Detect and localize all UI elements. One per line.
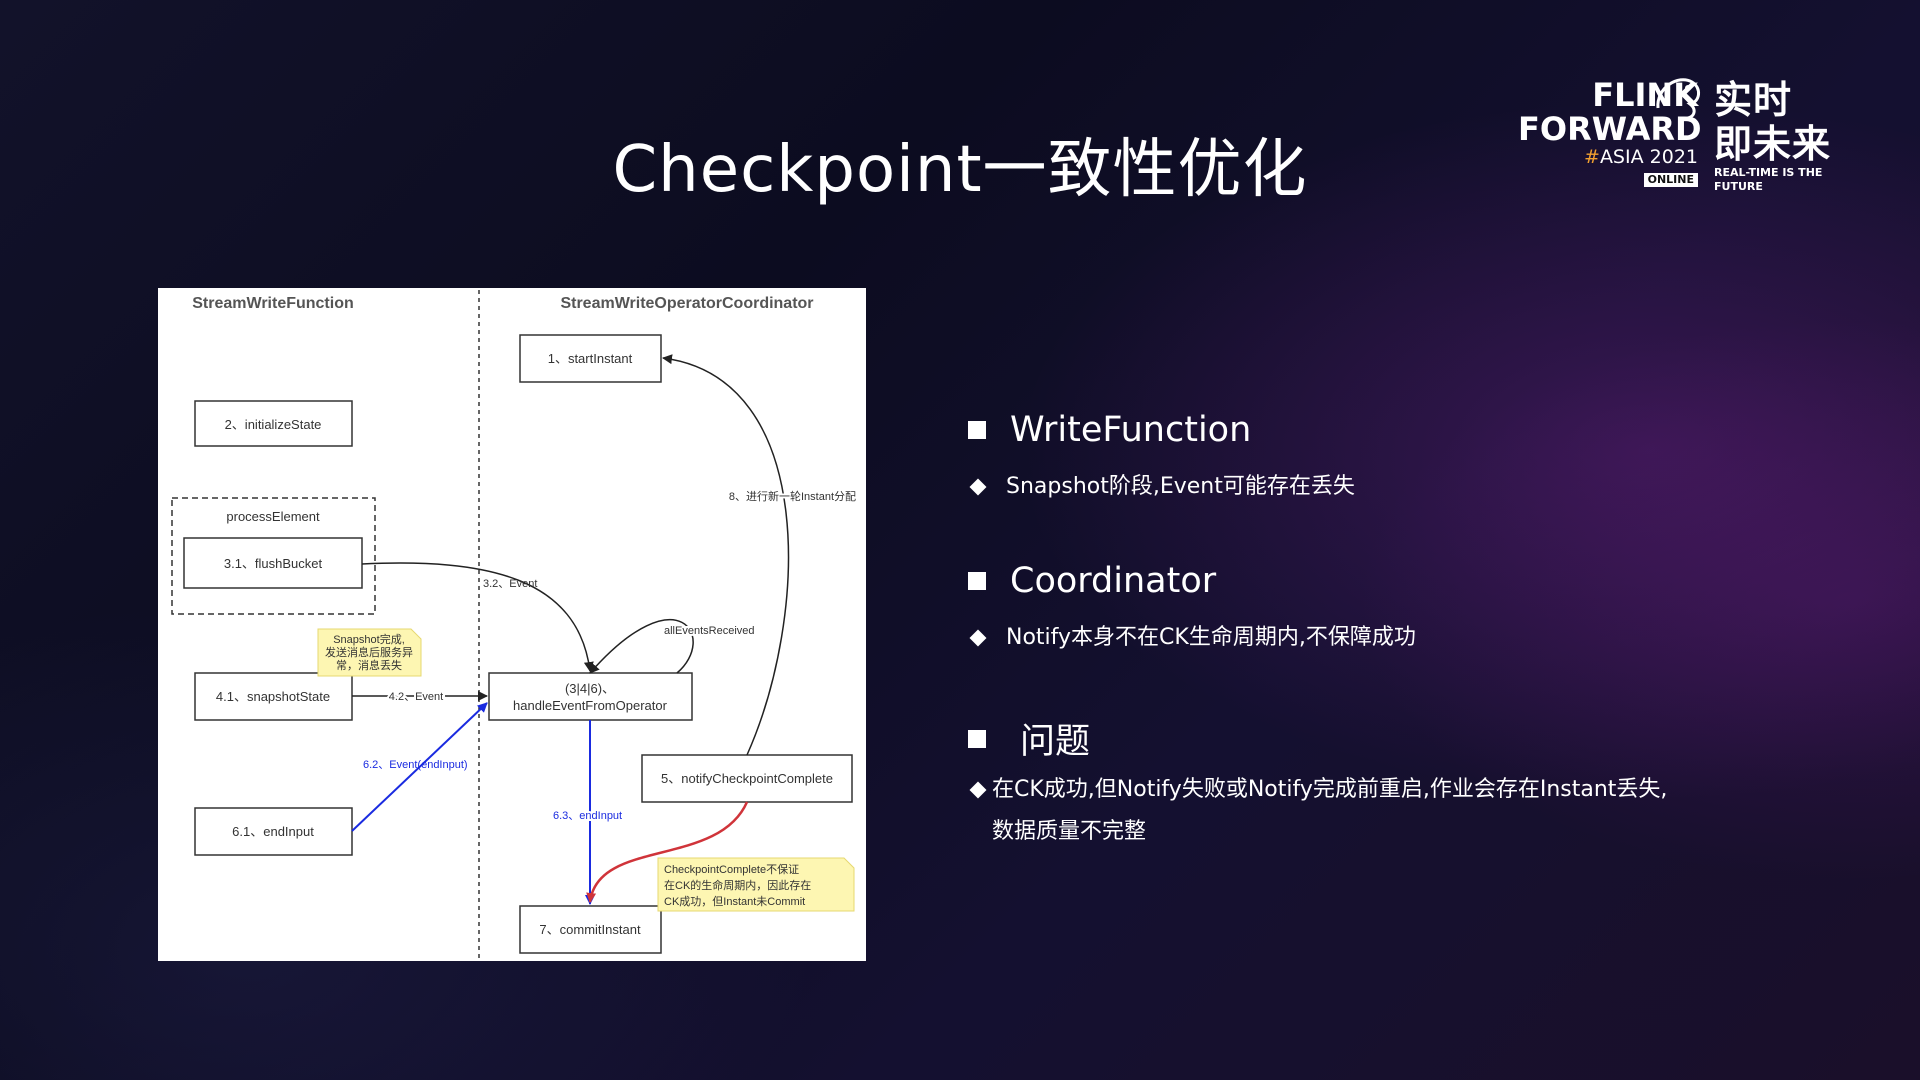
note-ck-line1: CheckpointComplete不保证 bbox=[664, 862, 799, 876]
flow-diagram: StreamWriteFunction StreamWriteOperatorC… bbox=[171, 290, 858, 961]
bullet-heading-writefunction: WriteFunction bbox=[968, 410, 1251, 450]
diamond-bullet-icon bbox=[969, 478, 987, 496]
logo-online: ONLINE bbox=[1643, 173, 1698, 187]
note-ck-line3: CK成功，但Instant未Commit bbox=[664, 895, 805, 908]
logo-text-cn: 实时 即未来 REAL-TIME IS THE FUTURE bbox=[1714, 78, 1838, 194]
bullet-item-text-line2: 数据质量不完整 bbox=[992, 819, 1147, 844]
edge-all-events bbox=[589, 619, 694, 674]
bullet-item-problem: 在CK成功,但Notify失败或Notify完成前重启,作业会存在Instant… bbox=[968, 769, 1768, 853]
node-snapshot-state-label: 4.1、snapshotState bbox=[216, 689, 330, 704]
bullet-item-writefunction: Snapshot阶段,Event可能存在丢失 bbox=[968, 466, 1355, 508]
node-end-input-label: 6.1、endInput bbox=[232, 824, 314, 839]
logo-flink: FLINK bbox=[1592, 76, 1698, 114]
node-notify-complete-label: 5、notifyCheckpointComplete bbox=[661, 771, 833, 786]
bullet-heading-text: WriteFunction bbox=[1010, 410, 1252, 450]
node-handle-event-label-2: handleEventFromOperator bbox=[513, 698, 668, 713]
node-initialize-state-label: 2、initializeState bbox=[225, 417, 322, 432]
logo-asia-year: ASIA 2021 bbox=[1599, 146, 1698, 168]
logo-text-en: FLINK FORWARD #ASIA 2021 ONLINE bbox=[1518, 76, 1702, 187]
node-initialize-state bbox=[194, 400, 353, 447]
flink-forward-logo: FLINK FORWARD #ASIA 2021 ONLINE 实时 即未来 R… bbox=[1518, 76, 1838, 193]
diagram-panel: StreamWriteFunction StreamWriteOperatorC… bbox=[158, 288, 866, 961]
node-commit-instant bbox=[519, 905, 662, 954]
bullet-item-coordinator: Notify本身不在CK生命周期内,不保障成功 bbox=[968, 617, 1416, 659]
logo-asia: #ASIA 2021 bbox=[1518, 146, 1698, 168]
square-bullet-icon bbox=[968, 729, 986, 748]
node-start-instant-label: 1、startInstant bbox=[548, 351, 633, 366]
square-bullet-icon bbox=[968, 572, 986, 590]
edge-red-commit bbox=[586, 801, 749, 903]
note-snapshot bbox=[317, 628, 422, 677]
bullet-item-text-line1: 在CK成功,但Notify失败或Notify完成前重启,作业会存在Instant… bbox=[992, 777, 1668, 802]
edge-new-instant-label: 8、进行新一轮Instant分配 bbox=[729, 489, 856, 503]
bullet-item-text: Notify本身不在CK生命周期内,不保障成功 bbox=[1006, 625, 1416, 650]
bullet-heading-text: Coordinator bbox=[1010, 561, 1217, 601]
note-snapshot-line1: Snapshot完成, bbox=[333, 632, 405, 646]
note-checkpoint-complete bbox=[657, 857, 855, 912]
edge-event-32 bbox=[361, 562, 594, 672]
node-handle-event-label-1: (3|4|6)、 bbox=[565, 681, 615, 696]
logo-cn-line2: 即未来 bbox=[1714, 122, 1832, 166]
group-process-element-label: processElement bbox=[226, 509, 320, 524]
node-commit-instant-label: 7、commitInstant bbox=[539, 922, 641, 937]
diamond-bullet-icon bbox=[969, 629, 987, 647]
node-notify-complete bbox=[641, 754, 853, 803]
node-flush-bucket bbox=[183, 537, 363, 589]
group-process-element bbox=[171, 497, 376, 615]
right-column-header: StreamWriteOperatorCoordinator bbox=[560, 295, 813, 312]
square-bullet-icon bbox=[968, 421, 986, 439]
logo-hash: # bbox=[1584, 146, 1600, 168]
left-column-header: StreamWriteFunction bbox=[192, 295, 354, 312]
edge-end-input-63-label: 6.3、endInput bbox=[553, 810, 622, 822]
note-ck-line2: 在CK的生命周期内，因此存在 bbox=[664, 878, 811, 892]
node-start-instant bbox=[519, 334, 662, 383]
node-end-input bbox=[194, 807, 353, 856]
bullet-heading-coordinator: Coordinator bbox=[968, 561, 1216, 601]
note-snapshot-line2: 发送消息后服务异 bbox=[325, 645, 413, 659]
edge-event-32-label: 3.2、Event bbox=[483, 578, 537, 590]
edge-event-62 bbox=[351, 702, 488, 832]
bullet-heading-problem: 问题 bbox=[968, 713, 1090, 764]
bullet-heading-text: 问题 bbox=[1020, 722, 1091, 762]
slide-title: Checkpoint一致性优化 bbox=[612, 133, 1308, 207]
logo-cn-line1: 实时 bbox=[1714, 78, 1793, 122]
diamond-bullet-icon bbox=[969, 781, 987, 799]
logo-tagline: REAL-TIME IS THE FUTURE bbox=[1714, 166, 1823, 193]
edge-event-42-label: 4.2、Event bbox=[389, 691, 443, 703]
squirrel-logo-icon bbox=[1656, 78, 1700, 120]
node-handle-event bbox=[488, 672, 693, 721]
logo-forward: FORWARD bbox=[1518, 110, 1702, 148]
edge-new-instant bbox=[662, 354, 790, 756]
node-snapshot-state bbox=[194, 672, 353, 721]
edge-all-events-label: allEventsReceived bbox=[664, 625, 755, 637]
bullet-item-text: Snapshot阶段,Event可能存在丢失 bbox=[1006, 474, 1355, 499]
node-flush-bucket-label: 3.1、flushBucket bbox=[224, 556, 323, 571]
edge-event-62-label: 6.2、Event(endInput) bbox=[363, 759, 468, 771]
note-snapshot-line3: 常，消息丢失 bbox=[336, 658, 402, 672]
